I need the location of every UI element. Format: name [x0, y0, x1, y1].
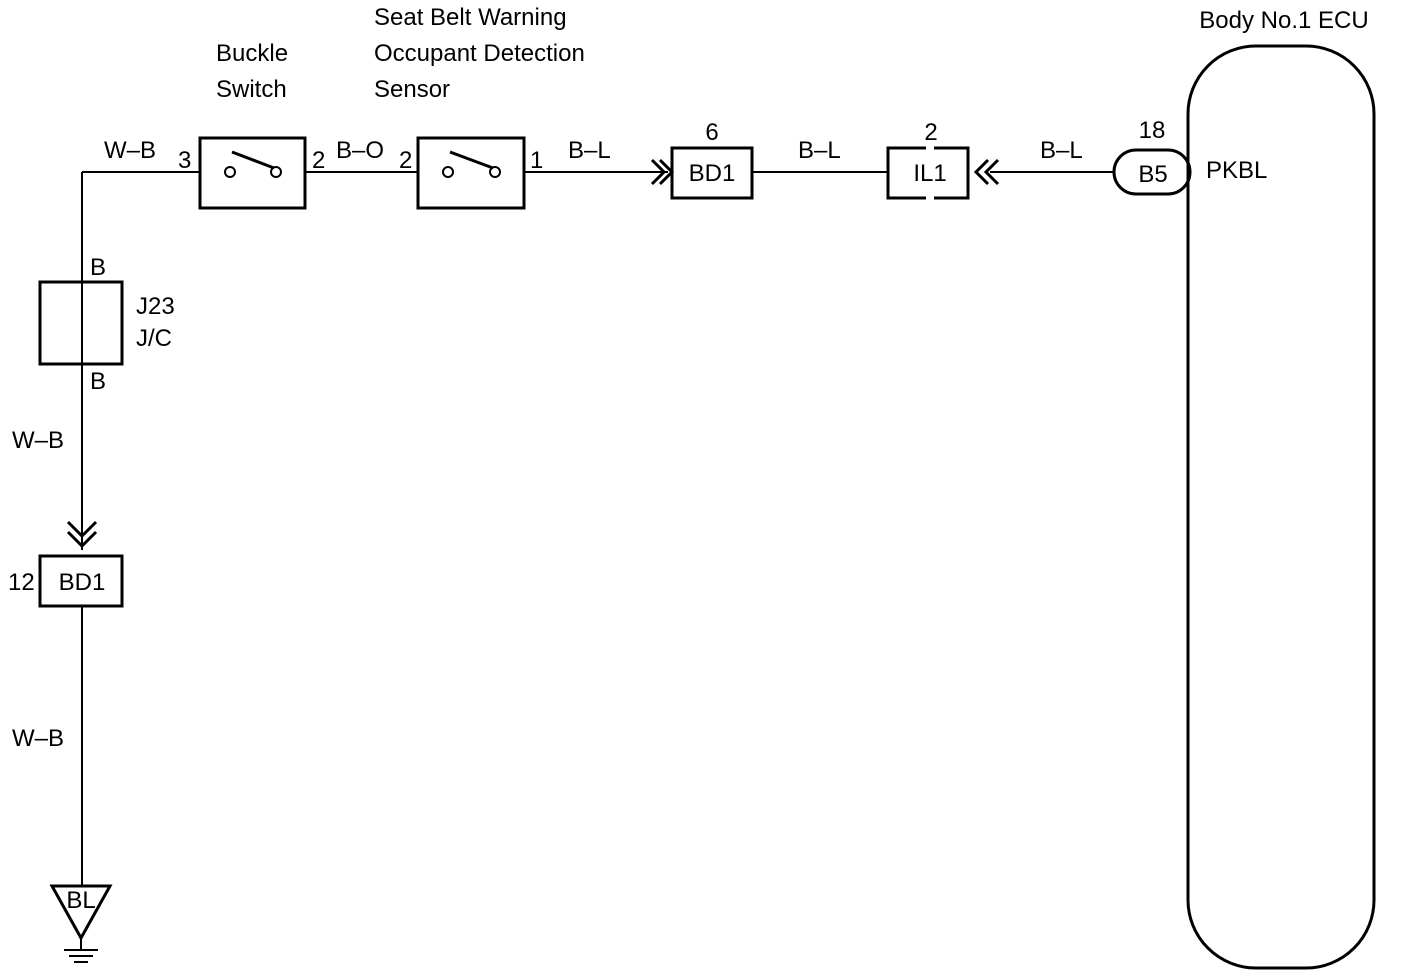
j23-label-2: J/C [136, 325, 172, 352]
sensor-pin-left: 2 [399, 147, 412, 174]
ecu-terminal: PKBL [1206, 157, 1267, 184]
buckle-switch-label-2: Switch [216, 76, 287, 103]
bd1-bottom-chevron [66, 520, 98, 549]
buckle-switch [198, 136, 307, 210]
j23-junction-connector [38, 280, 124, 366]
il1-pin: 2 [924, 119, 937, 146]
bd1-top-label: BD1 [689, 160, 736, 187]
il1-connector [886, 146, 970, 200]
sensor-pin-right: 1 [530, 147, 543, 174]
j23-label-1: J23 [136, 293, 175, 320]
bd1-bottom-pin: 12 [8, 569, 35, 596]
ecu-title: Body No.1 ECU [1199, 7, 1368, 34]
sensor-label-2: Occupant Detection [374, 40, 585, 67]
buckle-switch-label-1: Buckle [216, 40, 288, 67]
bd1-bottom-connector [38, 554, 124, 608]
wire-label-j23-bd1: W–B [12, 427, 64, 454]
occupant-detection-sensor [416, 136, 526, 210]
ecu-body [1186, 44, 1376, 970]
buckle-pin-right: 2 [312, 147, 325, 174]
il1-chevron [973, 158, 1000, 186]
wire-label-top-left: W–B [104, 137, 156, 164]
wire-label-bd1-il1: B–L [798, 137, 841, 164]
j23-pin-top: B [90, 254, 106, 281]
wire-label-buckle-sensor: B–O [336, 137, 384, 164]
bd1-top-connector [670, 146, 754, 200]
sensor-label-3: Sensor [374, 76, 450, 103]
b5-label: B5 [1138, 161, 1167, 188]
j23-pin-bottom: B [90, 368, 106, 395]
ground-icon [49, 884, 113, 963]
buckle-pin-left: 3 [178, 147, 191, 174]
wire-label-bd1-ground: W–B [12, 725, 64, 752]
wire-label-il1-b5: B–L [1040, 137, 1083, 164]
bd1-top-pin: 6 [705, 119, 718, 146]
wire-label-sensor-bd1: B–L [568, 137, 611, 164]
il1-label: IL1 [913, 160, 946, 187]
bd1-bottom-label: BD1 [59, 569, 106, 596]
ground-label: BL [66, 887, 95, 914]
b5-pin: 18 [1139, 117, 1166, 144]
b5-terminal [1112, 148, 1192, 196]
sensor-label-1: Seat Belt Warning [374, 4, 567, 31]
